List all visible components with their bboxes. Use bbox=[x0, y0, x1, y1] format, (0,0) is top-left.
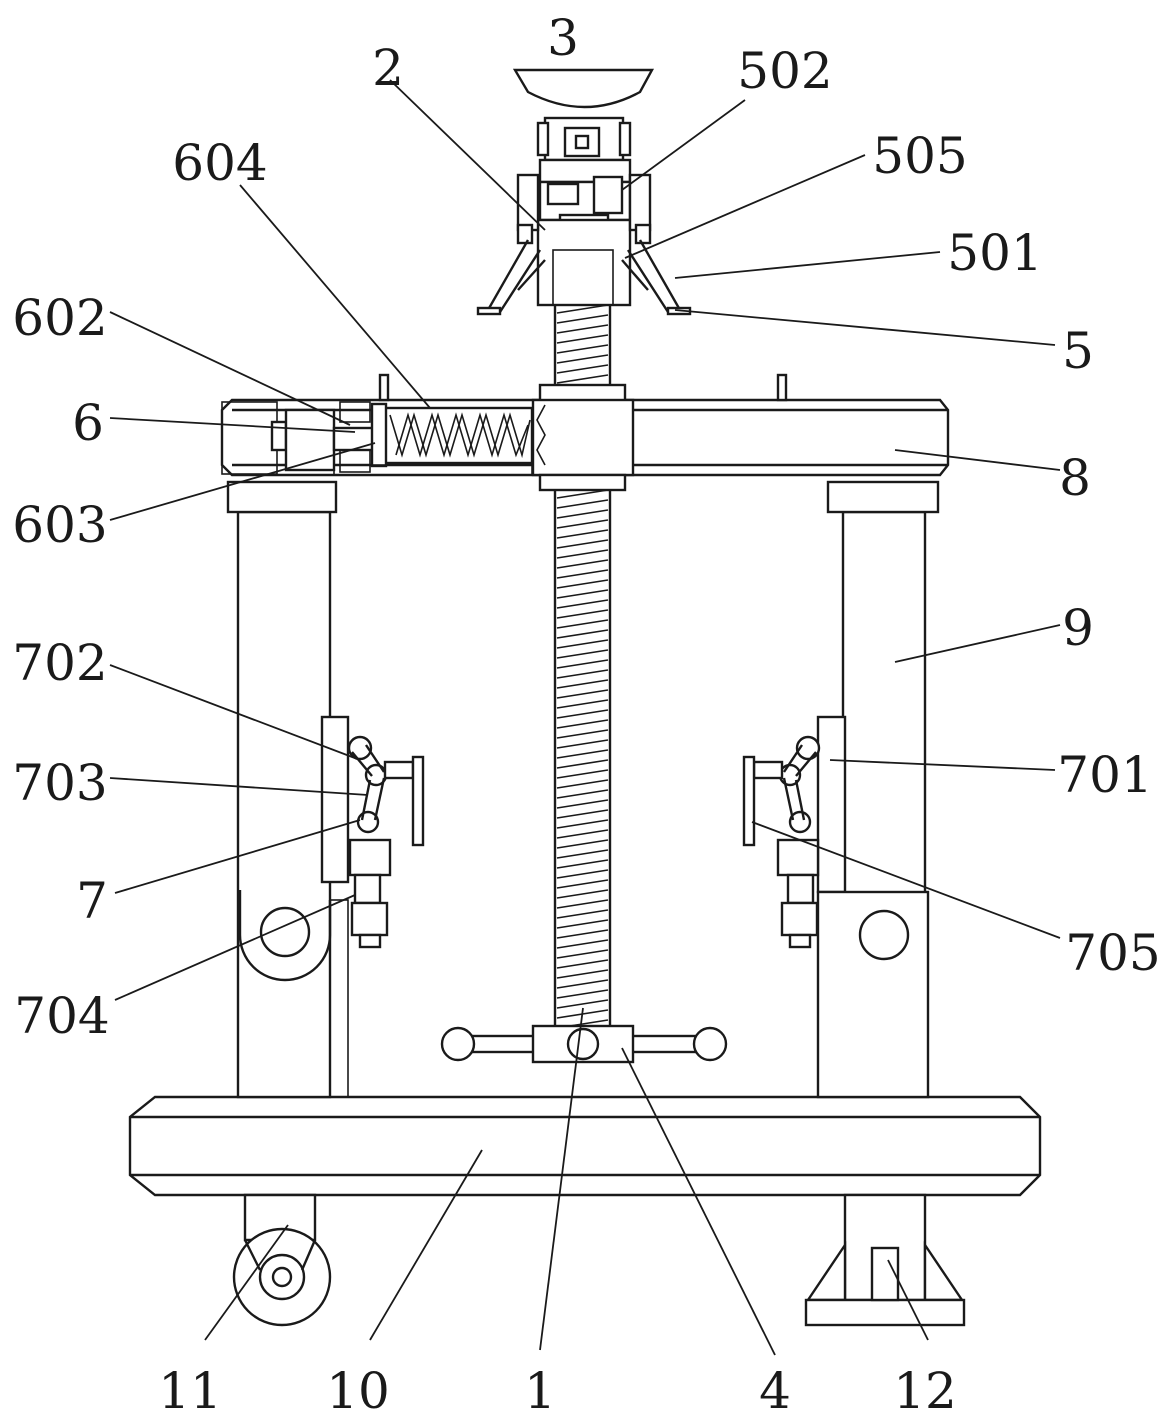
label-12: 12 bbox=[893, 1362, 957, 1420]
left-column bbox=[226, 480, 350, 1099]
right-column bbox=[816, 480, 940, 1099]
label-701: 701 bbox=[1057, 746, 1152, 804]
label-7: 7 bbox=[76, 872, 108, 930]
cross-beam bbox=[220, 373, 950, 477]
label-11: 11 bbox=[158, 1362, 222, 1420]
leader-lines bbox=[109, 79, 1061, 1356]
label-6: 6 bbox=[72, 394, 104, 452]
label-5: 5 bbox=[1062, 322, 1094, 380]
label-3: 3 bbox=[547, 9, 579, 67]
label-603: 603 bbox=[12, 496, 107, 554]
label-8: 8 bbox=[1059, 449, 1091, 507]
label-602: 602 bbox=[12, 289, 107, 347]
label-505: 505 bbox=[872, 127, 967, 185]
right-clamp-mechanism bbox=[742, 735, 821, 949]
hand-wheel-handle bbox=[440, 1024, 728, 1064]
label-4: 4 bbox=[759, 1362, 791, 1420]
screw-nut-block bbox=[531, 383, 635, 492]
label-705: 705 bbox=[1065, 924, 1160, 982]
label-704: 704 bbox=[14, 987, 109, 1045]
base-plate bbox=[128, 1095, 1042, 1197]
label-502: 502 bbox=[737, 42, 832, 100]
label-501: 501 bbox=[947, 224, 1042, 282]
reference-labels: 3 2 502 505 604 501 602 5 6 8 603 9 702 … bbox=[12, 9, 1160, 1420]
label-1: 1 bbox=[524, 1362, 556, 1420]
label-9: 9 bbox=[1062, 599, 1094, 657]
top-head-assembly bbox=[476, 68, 692, 316]
label-702: 702 bbox=[12, 634, 107, 692]
label-703: 703 bbox=[12, 754, 107, 812]
left-clamp-mechanism bbox=[347, 735, 425, 949]
label-2: 2 bbox=[372, 39, 404, 97]
label-10: 10 bbox=[326, 1362, 390, 1420]
label-604: 604 bbox=[172, 134, 267, 192]
caster-wheel bbox=[232, 1193, 332, 1327]
support-foot bbox=[804, 1193, 966, 1327]
